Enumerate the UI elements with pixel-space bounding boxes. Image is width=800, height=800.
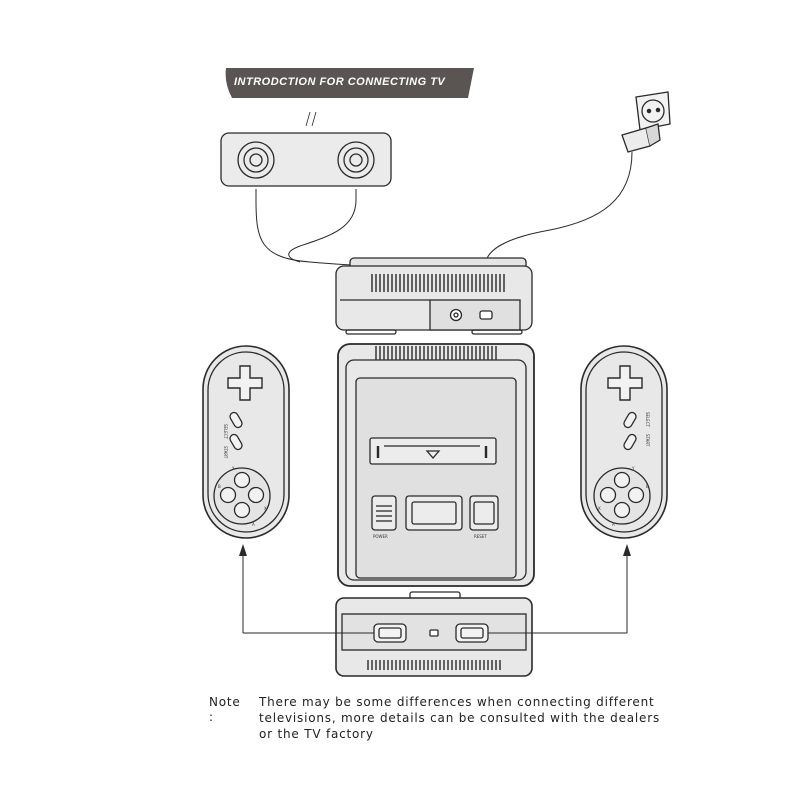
x-label: X	[264, 506, 267, 511]
tv-av-panel	[220, 111, 392, 187]
start-label: START	[223, 446, 228, 459]
top-vent-grille	[375, 346, 497, 360]
b-label: B	[218, 484, 221, 489]
front-vent-grille	[367, 660, 501, 670]
button-y-icon	[219, 486, 237, 504]
note-line: or the TV factory	[259, 727, 374, 741]
reset-button	[469, 495, 499, 531]
power-in-port-icon	[479, 310, 493, 320]
power-label: POWER	[373, 534, 388, 539]
rear-vent-grille	[371, 274, 505, 292]
power-switch	[371, 495, 397, 531]
b-label: B	[646, 484, 649, 489]
a-label: A	[252, 522, 255, 527]
dpad-icon	[227, 365, 263, 401]
note-line: There may be some differences when conne…	[259, 695, 655, 709]
dpad-icon	[607, 365, 643, 401]
title-banner-background	[225, 68, 474, 98]
controller-port-2-icon	[455, 623, 489, 643]
y-label: Y	[231, 466, 235, 471]
button-y-icon	[599, 486, 617, 504]
select-label: SELECT	[645, 412, 650, 428]
cartridge-slot	[369, 437, 497, 465]
start-label: START	[645, 434, 650, 447]
button-b-icon	[233, 501, 251, 519]
console-top-view	[337, 343, 535, 587]
controller-left	[202, 345, 290, 539]
select-label: SELECT	[223, 424, 228, 440]
note-line: televisions, more details can be consult…	[259, 711, 661, 725]
av-jack-left-icon	[237, 141, 275, 179]
y-label: Y	[631, 466, 635, 471]
arrow-up-icon	[239, 544, 631, 556]
button-a-icon	[627, 486, 645, 504]
av-jack-right-icon	[337, 141, 375, 179]
controller-port-1-icon	[373, 623, 407, 643]
button-x-icon	[233, 471, 251, 489]
title-banner-text: INTRODCTION FOR CONNECTING TV	[234, 76, 446, 88]
button-a-icon	[247, 486, 265, 504]
power-outlet-icon	[621, 91, 671, 153]
button-b-icon	[613, 501, 631, 519]
av-out-port-icon	[449, 308, 463, 322]
button-x-icon	[613, 471, 631, 489]
controller-cables	[242, 556, 628, 634]
title-banner: INTRODCTION FOR CONNECTING TV	[224, 68, 474, 98]
console-front-view	[335, 591, 533, 677]
x-label: X	[598, 506, 601, 511]
note-label: Note :	[209, 695, 241, 724]
reset-label: RESET	[474, 534, 487, 539]
a-label: A	[612, 522, 615, 527]
power-cable	[485, 151, 633, 306]
controller-right	[580, 345, 668, 539]
console-rear-view	[335, 257, 533, 335]
